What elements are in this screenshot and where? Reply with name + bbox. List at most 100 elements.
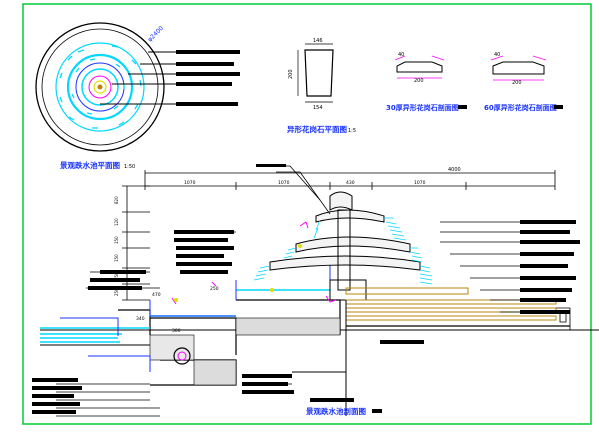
- section-60-top-dim: 40: [494, 52, 500, 58]
- stone-outline: [304, 49, 334, 97]
- bottom-callout-1: [242, 374, 292, 378]
- plan-callout-4: [176, 82, 232, 86]
- concrete-block-3: [149, 334, 195, 361]
- stone-bottom-dim: 154: [313, 105, 323, 111]
- plan-view: φ2400 景观跌水池平面图 1:50: [35, 22, 240, 170]
- top-callout-labels: [256, 164, 286, 167]
- mid-callout-2: [174, 238, 228, 242]
- elevation-title: 景观跌水池剖面图: [306, 406, 366, 416]
- fountain-column: [337, 209, 351, 291]
- bottom-callout-3: [242, 390, 294, 394]
- plan-outer-ring-inner: [41, 28, 159, 146]
- concrete-block-1: [193, 359, 237, 386]
- elevation-left-dim-lines: [122, 185, 150, 301]
- section-30-dims: [394, 55, 445, 79]
- section-30-title: 30厚异形花岗石剖面图: [386, 103, 459, 112]
- sheet-border: [22, 3, 592, 425]
- section-60-scale-mark: [554, 105, 563, 109]
- fountain-lower-tier: [269, 255, 421, 271]
- plan-callout-5: [176, 102, 238, 106]
- drain-pipe-inner: [177, 351, 187, 361]
- right-leaders: [440, 221, 520, 313]
- right-callout-3: [520, 240, 580, 244]
- elevation-left-dim-4: 150: [114, 254, 119, 262]
- plan-callout-3: [176, 72, 240, 76]
- left-callout-3: [88, 286, 142, 290]
- left-callout-5: [32, 386, 82, 390]
- paving-band: [345, 287, 570, 327]
- left-callout-labels: [32, 230, 424, 414]
- pool-outlines: [60, 262, 331, 372]
- plan-callout-labels: [176, 50, 240, 106]
- fountain-middle-tier: [295, 236, 411, 253]
- section-60-title: 60厚异形花岗石剖面图: [484, 103, 557, 112]
- right-callout-5: [520, 264, 568, 268]
- plan-view-title: 景观跌水池平面图: [60, 160, 120, 170]
- left-callout-2: [90, 278, 140, 282]
- bottom-callout-4: [380, 340, 424, 344]
- elevation-top-dim-2: 1070: [278, 180, 290, 186]
- elevation-top-dim-3: 430: [346, 180, 355, 186]
- paving-course-3: [345, 315, 557, 321]
- section-30-scale-mark: [458, 105, 467, 109]
- stone-dim-lines: [297, 43, 333, 103]
- right-callout-labels: [520, 220, 580, 314]
- section-30-outline: [396, 61, 443, 73]
- left-callout-1: [100, 270, 146, 274]
- fountain-body: [269, 191, 421, 301]
- elevation-top-dim-1: 1070: [184, 180, 196, 186]
- nozzle-marker-3: [174, 298, 178, 302]
- plan-center-point: [97, 84, 103, 90]
- elevation-top-dim-4: 1070: [414, 180, 426, 186]
- drain-pipe: [173, 347, 191, 365]
- plan-leaders: [100, 51, 176, 105]
- plan-callout-2: [176, 62, 234, 66]
- mid-callout-6: [180, 270, 228, 274]
- section-30-bottom-dim: 200: [414, 78, 424, 84]
- plan-center-nozzle: [93, 80, 107, 94]
- concrete-fill: [149, 317, 341, 386]
- elevation-top-dim-lines: [144, 170, 556, 190]
- paving-upper: [345, 287, 469, 295]
- plan-water-ring: [55, 42, 145, 132]
- concrete-block-2: [235, 317, 341, 336]
- elevation-left-dim-2: 120: [114, 218, 119, 226]
- plan-tier-ring-2: [81, 68, 119, 106]
- right-callout-7: [520, 288, 572, 292]
- yellow-accents: [174, 244, 302, 302]
- right-callout-6: [520, 276, 576, 280]
- elevation-left-dim-5: 250: [114, 272, 119, 280]
- elevation-scale-mark: [372, 409, 382, 413]
- plan-basin-ring: [66, 53, 134, 121]
- bottom-callout-5: [310, 398, 354, 402]
- elevation-left-dim-6: 250: [114, 288, 119, 296]
- bottom-callout-2: [242, 382, 288, 386]
- right-callout-8: [520, 298, 566, 302]
- right-callout-4: [520, 252, 574, 256]
- section-30: 200 40 30厚异形花岗石剖面图: [386, 52, 467, 112]
- small-dim-1: 470: [152, 292, 161, 298]
- mid-callout-1: [174, 230, 234, 234]
- section-60: 200 40 60厚异形花岗石剖面图: [484, 52, 563, 112]
- mid-callout-5: [176, 262, 232, 266]
- section-30-top-dim: 40: [398, 52, 404, 58]
- top-callout-1: [256, 164, 286, 167]
- elevation-left-dim-1: 820: [114, 196, 119, 204]
- elevation-left-dim-3: 150: [114, 236, 119, 244]
- stone-detail-title: 异形花岗石平面图: [287, 124, 347, 134]
- right-callout-9: [520, 310, 570, 314]
- nozzle-marker-2: [270, 288, 274, 292]
- mid-callout-4: [176, 254, 224, 258]
- stone-top-dim: 146: [313, 38, 323, 44]
- magenta-accents: [171, 221, 337, 305]
- elevation-overall-dim: 4000: [448, 167, 461, 173]
- right-callout-1: [520, 220, 576, 224]
- plan-diameter-label: φ2400: [146, 25, 165, 44]
- cascading-water: [253, 217, 433, 285]
- left-callout-4: [32, 378, 78, 382]
- stone-detail-scale: 1:5: [348, 128, 356, 134]
- plan-outer-ring: [35, 22, 165, 152]
- plan-callout-1: [176, 50, 240, 54]
- mid-callout-3: [176, 246, 234, 250]
